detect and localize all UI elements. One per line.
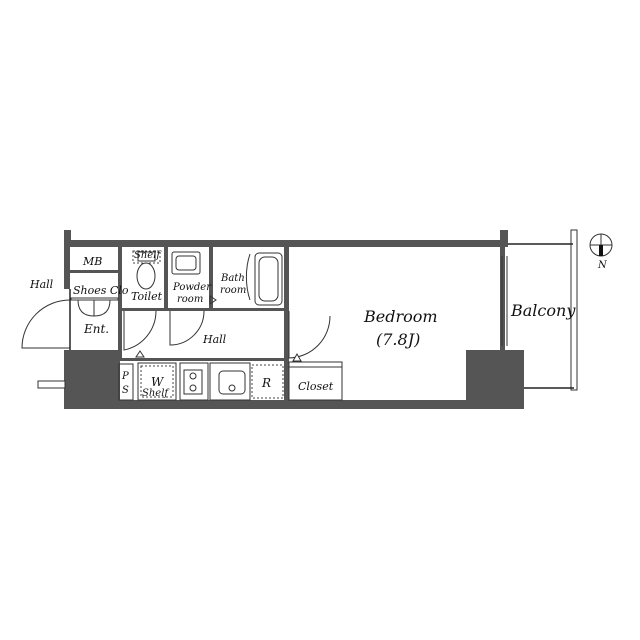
exterior-walls (37, 230, 524, 409)
ps-shaft (118, 363, 134, 401)
interior-walls (70, 247, 505, 400)
entrance-door[interactable] (21, 289, 71, 350)
shoes-closet (70, 297, 119, 317)
hall-inside-label: Hall (202, 333, 227, 346)
kitchen-sink (209, 362, 251, 401)
shoes-closet-label: Shoes Clo (73, 284, 129, 297)
toilet-fixture (132, 250, 161, 290)
toilet-label: Toilet (131, 290, 163, 303)
toilet-door[interactable] (123, 310, 157, 351)
bedroom-size-label: (7.8J) (376, 330, 420, 349)
ps-label-p: P (121, 371, 129, 382)
bedroom-label: Bedroom (363, 307, 438, 326)
balcony-label: Balcony (510, 301, 576, 320)
hall-outside-label: Hall (29, 278, 54, 291)
washer-space (135, 350, 177, 401)
powder-room-label-2: room (177, 294, 203, 305)
washer-label: W (151, 375, 165, 389)
entrance-label: Ent. (83, 322, 109, 336)
bedroom-door[interactable] (288, 311, 331, 359)
shelf-top-label: Shelf (134, 250, 162, 261)
closet-label: Closet (298, 380, 334, 393)
closet (288, 352, 343, 401)
balcony (501, 229, 578, 391)
shelf-bottom-label: Shelf (142, 388, 170, 399)
stove (179, 362, 209, 401)
refrigerator-label: R (261, 376, 271, 390)
mb-label: MB (82, 255, 102, 268)
powder-room-door[interactable] (169, 310, 205, 346)
powder-room-label-1: Powder (172, 282, 212, 293)
compass-icon (589, 233, 613, 257)
compass-north-label: N (597, 260, 608, 271)
bath-room-label-1: Bath (220, 273, 245, 284)
bath-room-label-2: room (220, 285, 246, 296)
bathtub (245, 252, 283, 306)
ps-label-s: S (122, 385, 129, 396)
powder-sink (171, 251, 217, 305)
